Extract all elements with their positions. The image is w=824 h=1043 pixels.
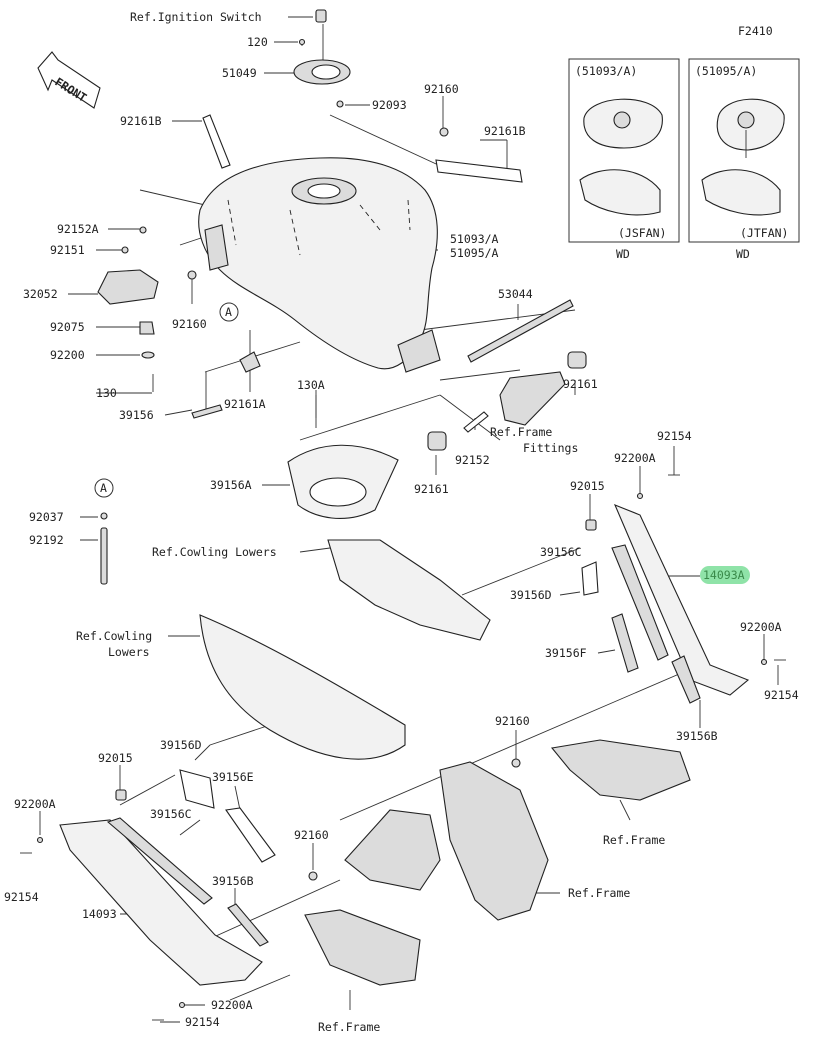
label-92160-mid: 92160 bbox=[172, 317, 207, 331]
label-39156e: 39156E bbox=[212, 770, 254, 784]
label-ref-frame-fittings-1: Ref.Frame bbox=[490, 425, 552, 439]
variant-box-1: (51093/A) (JSFAN) WD bbox=[568, 58, 680, 261]
label-39156b-right: 39156B bbox=[676, 729, 718, 743]
label-92161-mid: 92161 bbox=[414, 482, 449, 496]
variant-2-model: (JTFAN) bbox=[740, 226, 788, 240]
label-ref-frame-bottom: Ref.Frame bbox=[318, 1020, 380, 1034]
label-92154-top: 92154 bbox=[657, 429, 692, 443]
label-ref-frame-fittings-2: Fittings bbox=[523, 441, 578, 455]
label-39156b-left: 39156B bbox=[212, 874, 254, 888]
label-ref-frame-mid: Ref.Frame bbox=[568, 886, 630, 900]
tank-mounts bbox=[287, 299, 587, 520]
label-tank-1: 51093/A bbox=[450, 232, 499, 246]
label-92161-right: 92161 bbox=[563, 377, 598, 391]
label-92161b-left: 92161B bbox=[120, 114, 162, 128]
diagram-code: F2410 bbox=[738, 24, 773, 38]
label-39156a: 39156A bbox=[210, 478, 252, 492]
label-130: 130 bbox=[96, 386, 117, 400]
label-92154-left: 92154 bbox=[4, 890, 39, 904]
label-39156d-right: 39156D bbox=[510, 588, 552, 602]
label-39156c-right: 39156C bbox=[540, 545, 582, 559]
label-39156d-left: 39156D bbox=[160, 738, 202, 752]
label-130a: 130A bbox=[297, 378, 325, 392]
label-39156f: 39156F bbox=[545, 646, 587, 660]
label-92015-right: 92015 bbox=[570, 479, 605, 493]
label-39156c-left: 39156C bbox=[150, 807, 192, 821]
highlight-14093a bbox=[700, 566, 750, 584]
variant-box-2: (51095/A) (JTFAN) WD bbox=[688, 58, 800, 261]
label-92160-top: 92160 bbox=[424, 82, 459, 96]
variant-1-code: (51093/A) bbox=[575, 64, 637, 78]
front-arrow-icon: FRONT bbox=[37, 51, 101, 109]
label-51049: 51049 bbox=[222, 66, 257, 80]
label-92152a: 92152A bbox=[57, 222, 99, 236]
label-39156: 39156 bbox=[119, 408, 154, 422]
label-92093: 92093 bbox=[372, 98, 407, 112]
label-ref-cowling-lowers-2a: Ref.Cowling bbox=[76, 629, 152, 643]
label-92160-lower: 92160 bbox=[495, 714, 530, 728]
label-92200: 92200 bbox=[50, 348, 85, 362]
label-92075: 92075 bbox=[50, 320, 85, 334]
label-tank-2: 51095/A bbox=[450, 246, 499, 260]
label-120: 120 bbox=[247, 35, 268, 49]
callout-labels: F2410 Ref.Ignition Switch 120 51049 9209… bbox=[4, 10, 799, 1034]
variant-2-code: (51095/A) bbox=[695, 64, 757, 78]
label-ref-cowling-lowers-1: Ref.Cowling Lowers bbox=[152, 545, 277, 559]
frame-brackets bbox=[304, 739, 691, 986]
label-92015-left: 92015 bbox=[98, 751, 133, 765]
label-92037: 92037 bbox=[29, 510, 64, 524]
circle-a-bottom: A bbox=[100, 481, 107, 495]
circle-a-top: A bbox=[225, 305, 232, 319]
label-92152: 92152 bbox=[455, 453, 490, 467]
label-ignition: Ref.Ignition Switch bbox=[130, 10, 262, 24]
label-14093a: 14093A bbox=[703, 568, 745, 582]
label-14093: 14093 bbox=[82, 907, 117, 921]
label-92160-bottom: 92160 bbox=[294, 828, 329, 842]
fuel-tank bbox=[198, 157, 441, 373]
label-32052: 32052 bbox=[23, 287, 58, 301]
variant-1-model: (JSFAN) bbox=[618, 226, 666, 240]
label-92154-right: 92154 bbox=[764, 688, 799, 702]
label-92151: 92151 bbox=[50, 243, 85, 257]
variant-2-region: WD bbox=[736, 247, 750, 261]
label-92161a: 92161A bbox=[224, 397, 266, 411]
label-53044: 53044 bbox=[498, 287, 533, 301]
label-92200a-bottom: 92200A bbox=[211, 998, 253, 1012]
variant-1-region: WD bbox=[616, 247, 630, 261]
cowling-lower-upper bbox=[199, 539, 491, 760]
label-92200a-left: 92200A bbox=[14, 797, 56, 811]
fuel-cap-assembly bbox=[293, 9, 351, 108]
label-92200a-top: 92200A bbox=[614, 451, 656, 465]
inner-cover-left bbox=[20, 769, 276, 1021]
label-92154-bottom: 92154 bbox=[185, 1015, 220, 1029]
label-92192: 92192 bbox=[29, 533, 64, 547]
pin-assembly: A bbox=[94, 478, 114, 585]
label-ref-cowling-lowers-2b: Lowers bbox=[108, 645, 150, 659]
brackets-upper: A bbox=[97, 114, 523, 419]
label-92200a-right: 92200A bbox=[740, 620, 782, 634]
label-92161b-right: 92161B bbox=[484, 124, 526, 138]
inner-cover-right bbox=[581, 474, 786, 704]
label-ref-frame-right: Ref.Frame bbox=[603, 833, 665, 847]
